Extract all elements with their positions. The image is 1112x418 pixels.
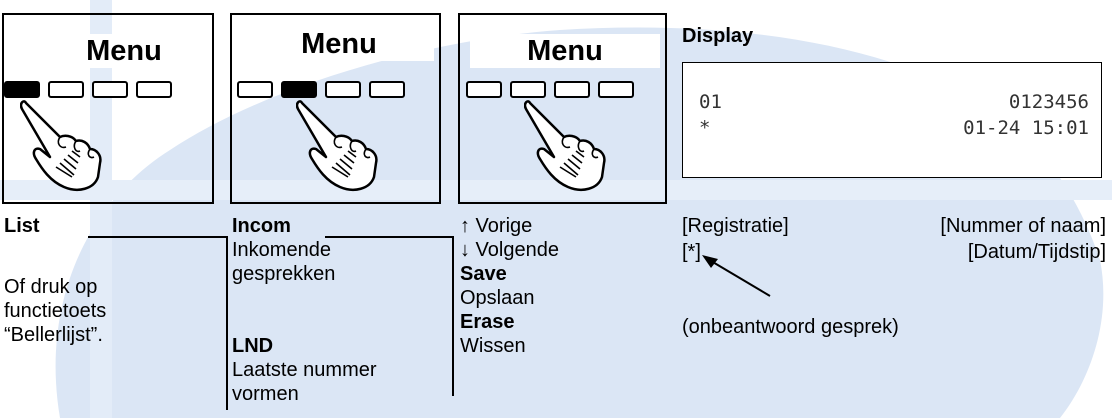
softkey-4[interactable] <box>369 81 405 98</box>
softkey-3[interactable] <box>92 81 128 98</box>
arrow-icon <box>702 255 771 297</box>
prev-label: ↑ Vorige <box>460 215 533 237</box>
lnd-desc-line: Laatste nummer <box>232 359 377 381</box>
incom-desc-line: gesprekken <box>232 263 336 285</box>
softkey-4[interactable] <box>136 81 172 98</box>
softkey-1[interactable] <box>466 81 502 98</box>
save-desc: Opslaan <box>460 287 535 309</box>
list-desc-line: “Bellerlijst”. <box>4 324 103 346</box>
menu-panel-1: Menu <box>2 13 214 204</box>
softkey-row <box>237 81 405 98</box>
connector-line <box>452 236 454 396</box>
connector-line <box>88 236 226 238</box>
next-label: ↓ Volgende <box>460 239 559 261</box>
pointing-hand-icon <box>524 100 606 191</box>
softkey-3[interactable] <box>325 81 361 98</box>
connector-line <box>226 236 228 410</box>
list-heading: List <box>4 215 40 237</box>
softkey-4[interactable] <box>598 81 634 98</box>
menu-panel-2: Menu <box>230 13 441 204</box>
display-row1-right: 0123456 <box>1008 91 1089 113</box>
menu-title: Menu <box>44 34 204 68</box>
display-screen: 01 0123456 * 01-24 15:01 <box>682 62 1102 178</box>
display-row1-left: 01 <box>699 91 722 113</box>
legend-star: [*] <box>682 241 701 263</box>
display-title: Display <box>682 25 754 47</box>
pointing-hand-icon <box>20 100 102 191</box>
menu-panel-3: Menu <box>458 13 667 204</box>
softkey-1[interactable] <box>237 81 273 98</box>
display-row2-right: 01-24 15:01 <box>963 117 1089 139</box>
list-desc-line: functietoets <box>4 300 107 322</box>
softkey-2[interactable] <box>281 81 317 98</box>
menu-title: Menu <box>470 34 660 68</box>
softkey-3[interactable] <box>554 81 590 98</box>
incom-heading: Incom <box>232 215 291 237</box>
pointing-hand-icon <box>296 100 378 191</box>
softkey-row <box>4 81 172 98</box>
menu-title: Menu <box>244 27 434 61</box>
legend-registratie: [Registratie] <box>682 215 789 237</box>
erase-heading: Erase <box>460 311 515 333</box>
legend-datum: [Datum/Tijdstip] <box>967 241 1106 263</box>
softkey-1[interactable] <box>4 81 40 98</box>
connector-line <box>325 236 452 238</box>
display-row2-left: * <box>699 117 711 139</box>
legend-note: (onbeantwoord gesprek) <box>682 316 899 338</box>
save-heading: Save <box>460 263 507 285</box>
lnd-desc-line: vormen <box>232 383 299 405</box>
list-desc-line: Of druk op <box>4 276 98 298</box>
incom-desc-line: Inkomende <box>232 239 331 261</box>
erase-desc: Wissen <box>460 335 526 357</box>
softkey-row <box>466 81 634 98</box>
softkey-2[interactable] <box>510 81 546 98</box>
legend-nummer: [Nummer of naam] <box>940 215 1106 237</box>
softkey-2[interactable] <box>48 81 84 98</box>
lnd-heading: LND <box>232 335 274 357</box>
